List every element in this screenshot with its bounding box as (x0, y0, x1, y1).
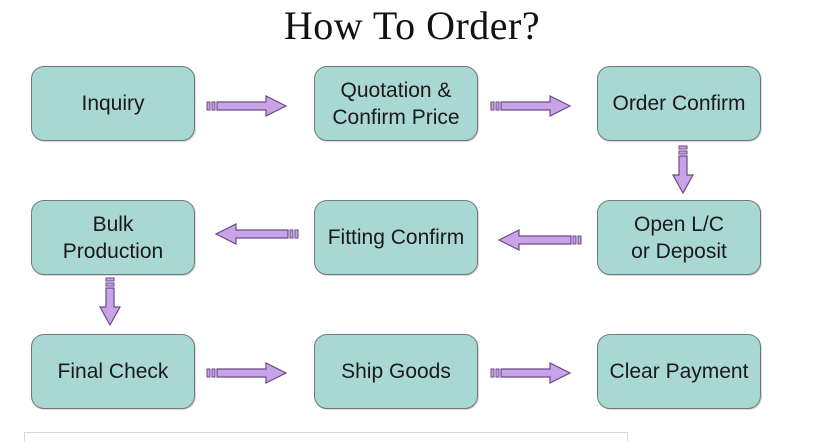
step-ship-goods: Ship Goods (314, 334, 478, 409)
arrow-down-icon (98, 277, 122, 327)
step-label: Bulk (92, 212, 134, 236)
arrow-right-icon (206, 362, 288, 384)
step-label: Clear Payment (609, 360, 749, 383)
arrow-right-icon (206, 95, 288, 117)
step-order-confirm: Order Confirm (597, 66, 761, 141)
step-open-lc-deposit: Open L/C or Deposit (597, 200, 761, 275)
step-label: Final Check (57, 360, 169, 383)
arrow-down-icon (671, 145, 695, 195)
arrow-right-icon (490, 362, 572, 384)
arrow-right-icon (490, 95, 572, 117)
step-label: Ship Goods (341, 360, 451, 383)
step-label: Production (62, 239, 164, 263)
step-label: Fitting Confirm (327, 226, 465, 249)
step-fitting-confirm: Fitting Confirm (314, 200, 478, 275)
step-label: Open L/C (634, 212, 724, 236)
step-label: Confirm Price (332, 105, 460, 129)
arrow-left-icon (214, 223, 299, 245)
step-label: Quotation & (340, 78, 452, 102)
step-clear-payment: Clear Payment (597, 334, 761, 409)
step-label: or Deposit (631, 239, 727, 263)
page-title: How To Order? (283, 3, 541, 48)
step-label: Inquiry (81, 92, 145, 115)
step-final-check: Final Check (31, 334, 195, 409)
step-label: Order Confirm (612, 92, 746, 115)
arrow-left-icon (497, 229, 582, 251)
footer-divider (24, 432, 628, 442)
step-inquiry: Inquiry (31, 66, 195, 141)
step-bulk-production: Bulk Production (31, 200, 195, 275)
step-quotation-confirm-price: Quotation & Confirm Price (314, 66, 478, 141)
